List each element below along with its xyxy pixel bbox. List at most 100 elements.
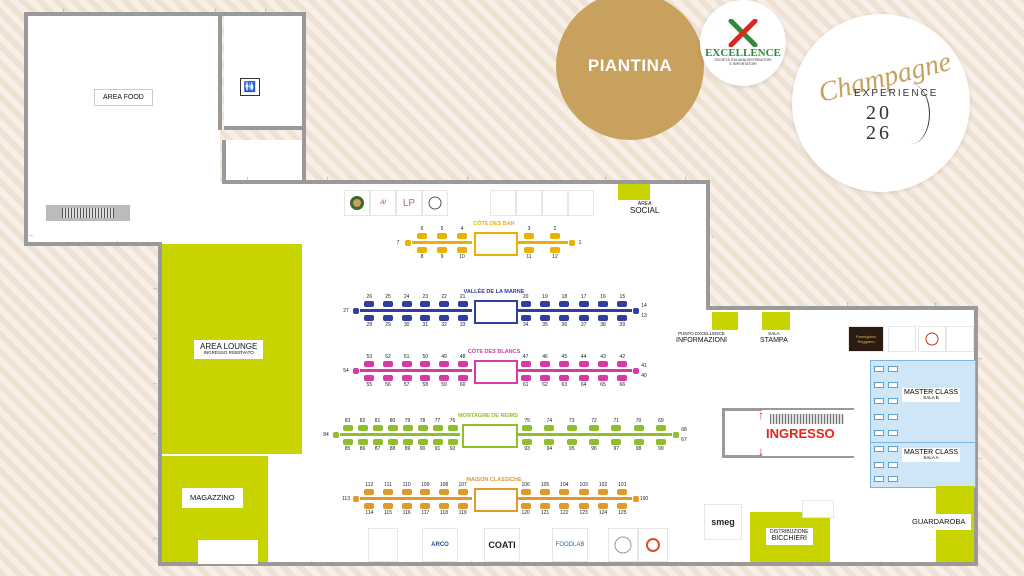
- booth-seat: [617, 301, 628, 307]
- bicchieri-label: DISTRIBUZIONE BICCHIERI: [766, 528, 813, 545]
- arrow-down-icon: ↓: [730, 560, 734, 567]
- champagne-experience-text: EXPERIENCE: [854, 88, 939, 99]
- booth-number: 79: [404, 418, 411, 424]
- booth-number: 63: [561, 382, 568, 388]
- booth-seat: [439, 375, 449, 381]
- booth-seat: [420, 375, 431, 381]
- booth-seat: [420, 361, 431, 367]
- booth-number: 69: [658, 418, 664, 424]
- booth-number: 60: [459, 382, 466, 388]
- sala-stampa-text-1: SALA: [768, 331, 780, 336]
- booth-number: 123: [579, 510, 588, 516]
- row-title: CÔTE DES BAR: [473, 221, 515, 227]
- sala-stampa-label: SALA STAMPA: [756, 330, 792, 347]
- master-class-seat: [888, 398, 898, 404]
- booth-seat: [520, 375, 531, 381]
- booth-number: 32: [441, 322, 447, 328]
- wall-restroom-bottom: [224, 126, 304, 130]
- sponsor-coati: COATI: [484, 528, 520, 562]
- booth-number: 9: [440, 254, 444, 260]
- booth-seat: [364, 301, 375, 307]
- booth-seat: [598, 315, 608, 321]
- arrow-left-icon: ←: [152, 380, 159, 387]
- master-class-seat: [874, 462, 884, 468]
- sponsor-logo-12: [802, 500, 834, 518]
- booth-seat: [598, 375, 608, 381]
- booth-number: 64: [580, 382, 587, 388]
- wall-hall-top: [222, 180, 708, 184]
- booth-number: 78: [419, 418, 426, 424]
- booth-number: 1: [578, 240, 582, 246]
- booth-number: 49: [441, 354, 447, 360]
- champagne-year-bottom: 26: [866, 122, 892, 144]
- master-class-seat: [888, 446, 898, 452]
- booth-number: 89: [404, 446, 411, 452]
- booth-seat: [364, 503, 375, 509]
- booth-seat: [540, 301, 550, 307]
- master-class-seat: [874, 476, 884, 482]
- booth-number: 66: [619, 382, 626, 388]
- booth-seat: [544, 425, 555, 431]
- booth-number: 85: [344, 446, 351, 452]
- row-title: MONTAGNE DE REIMS: [458, 413, 518, 419]
- arrow-up-icon: ↑: [466, 176, 470, 183]
- master-class-seat: [888, 382, 898, 388]
- booth-number: 90: [419, 446, 426, 452]
- info-text-1: PUNTO EXCELLENCE: [678, 331, 725, 336]
- master-class-seat: [874, 430, 884, 436]
- table-bar: [412, 241, 472, 244]
- booth-number: 115: [384, 510, 392, 516]
- table-bar: [360, 309, 472, 312]
- booth-seat: [401, 503, 412, 509]
- booth-number: 62: [542, 382, 548, 388]
- booth-number: 42: [619, 354, 626, 360]
- master-class-a-text-2: SALA A: [923, 455, 939, 461]
- master-class-seat: [888, 476, 898, 482]
- booth-seat: [457, 301, 468, 307]
- booth-number: 116: [402, 510, 411, 516]
- ingresso-line-top: [762, 408, 854, 410]
- booth-number: 24: [403, 294, 410, 300]
- booth-seat: [522, 425, 533, 431]
- booth-seat: [457, 315, 468, 321]
- booth-seat: [357, 439, 368, 445]
- arrow-down-icon: ↓: [116, 240, 120, 247]
- booth-number: 98: [635, 446, 642, 452]
- booth-number: 55: [366, 382, 373, 388]
- booth-number: 71: [613, 418, 620, 424]
- arrow-left-icon: ←: [28, 232, 35, 239]
- piantina-title-badge: PIANTINA: [556, 0, 704, 140]
- area-lounge-sub: INGRESSO RISERVATO: [203, 350, 254, 356]
- booth-seat: [578, 503, 589, 509]
- booth-number: 74: [546, 418, 553, 424]
- booth-number: 111: [384, 482, 392, 488]
- booth-seat: [578, 375, 589, 381]
- booth-number: 106: [521, 482, 530, 488]
- booth-number: 107: [458, 482, 467, 488]
- ingresso-label: INGRESSO: [766, 426, 835, 441]
- table-bar: [360, 369, 472, 372]
- booth-number: 54: [343, 368, 349, 374]
- booth-seat: [401, 361, 412, 367]
- sponsor-logo-6: [516, 190, 542, 216]
- booth-number: 4: [460, 226, 464, 232]
- booth-end-seat: [633, 368, 639, 374]
- excellence-logo: EXCELLENCE SOCIETÀ ITALIANA DISTRIBUTORI…: [700, 0, 786, 86]
- booth-number: 84: [323, 432, 329, 438]
- wall-bottom: [158, 562, 978, 566]
- booth-number: 26: [366, 294, 373, 300]
- booth-seat: [417, 233, 427, 239]
- booth-seat: [598, 361, 608, 367]
- sponsor-foodlab-text: FOODLAB: [555, 542, 585, 548]
- ingresso-stripes: [770, 414, 844, 424]
- booth-number: 12: [552, 254, 558, 260]
- booth-number: 95: [568, 446, 575, 452]
- booth-seat: [457, 361, 468, 367]
- booth-seat: [655, 425, 666, 431]
- booth-seat: [520, 315, 531, 321]
- booth-seat: [520, 301, 531, 307]
- booth-seat: [437, 233, 447, 239]
- booth-seat: [439, 489, 449, 495]
- booth-number: 47: [522, 354, 529, 360]
- ingresso-frame-left: [722, 408, 725, 458]
